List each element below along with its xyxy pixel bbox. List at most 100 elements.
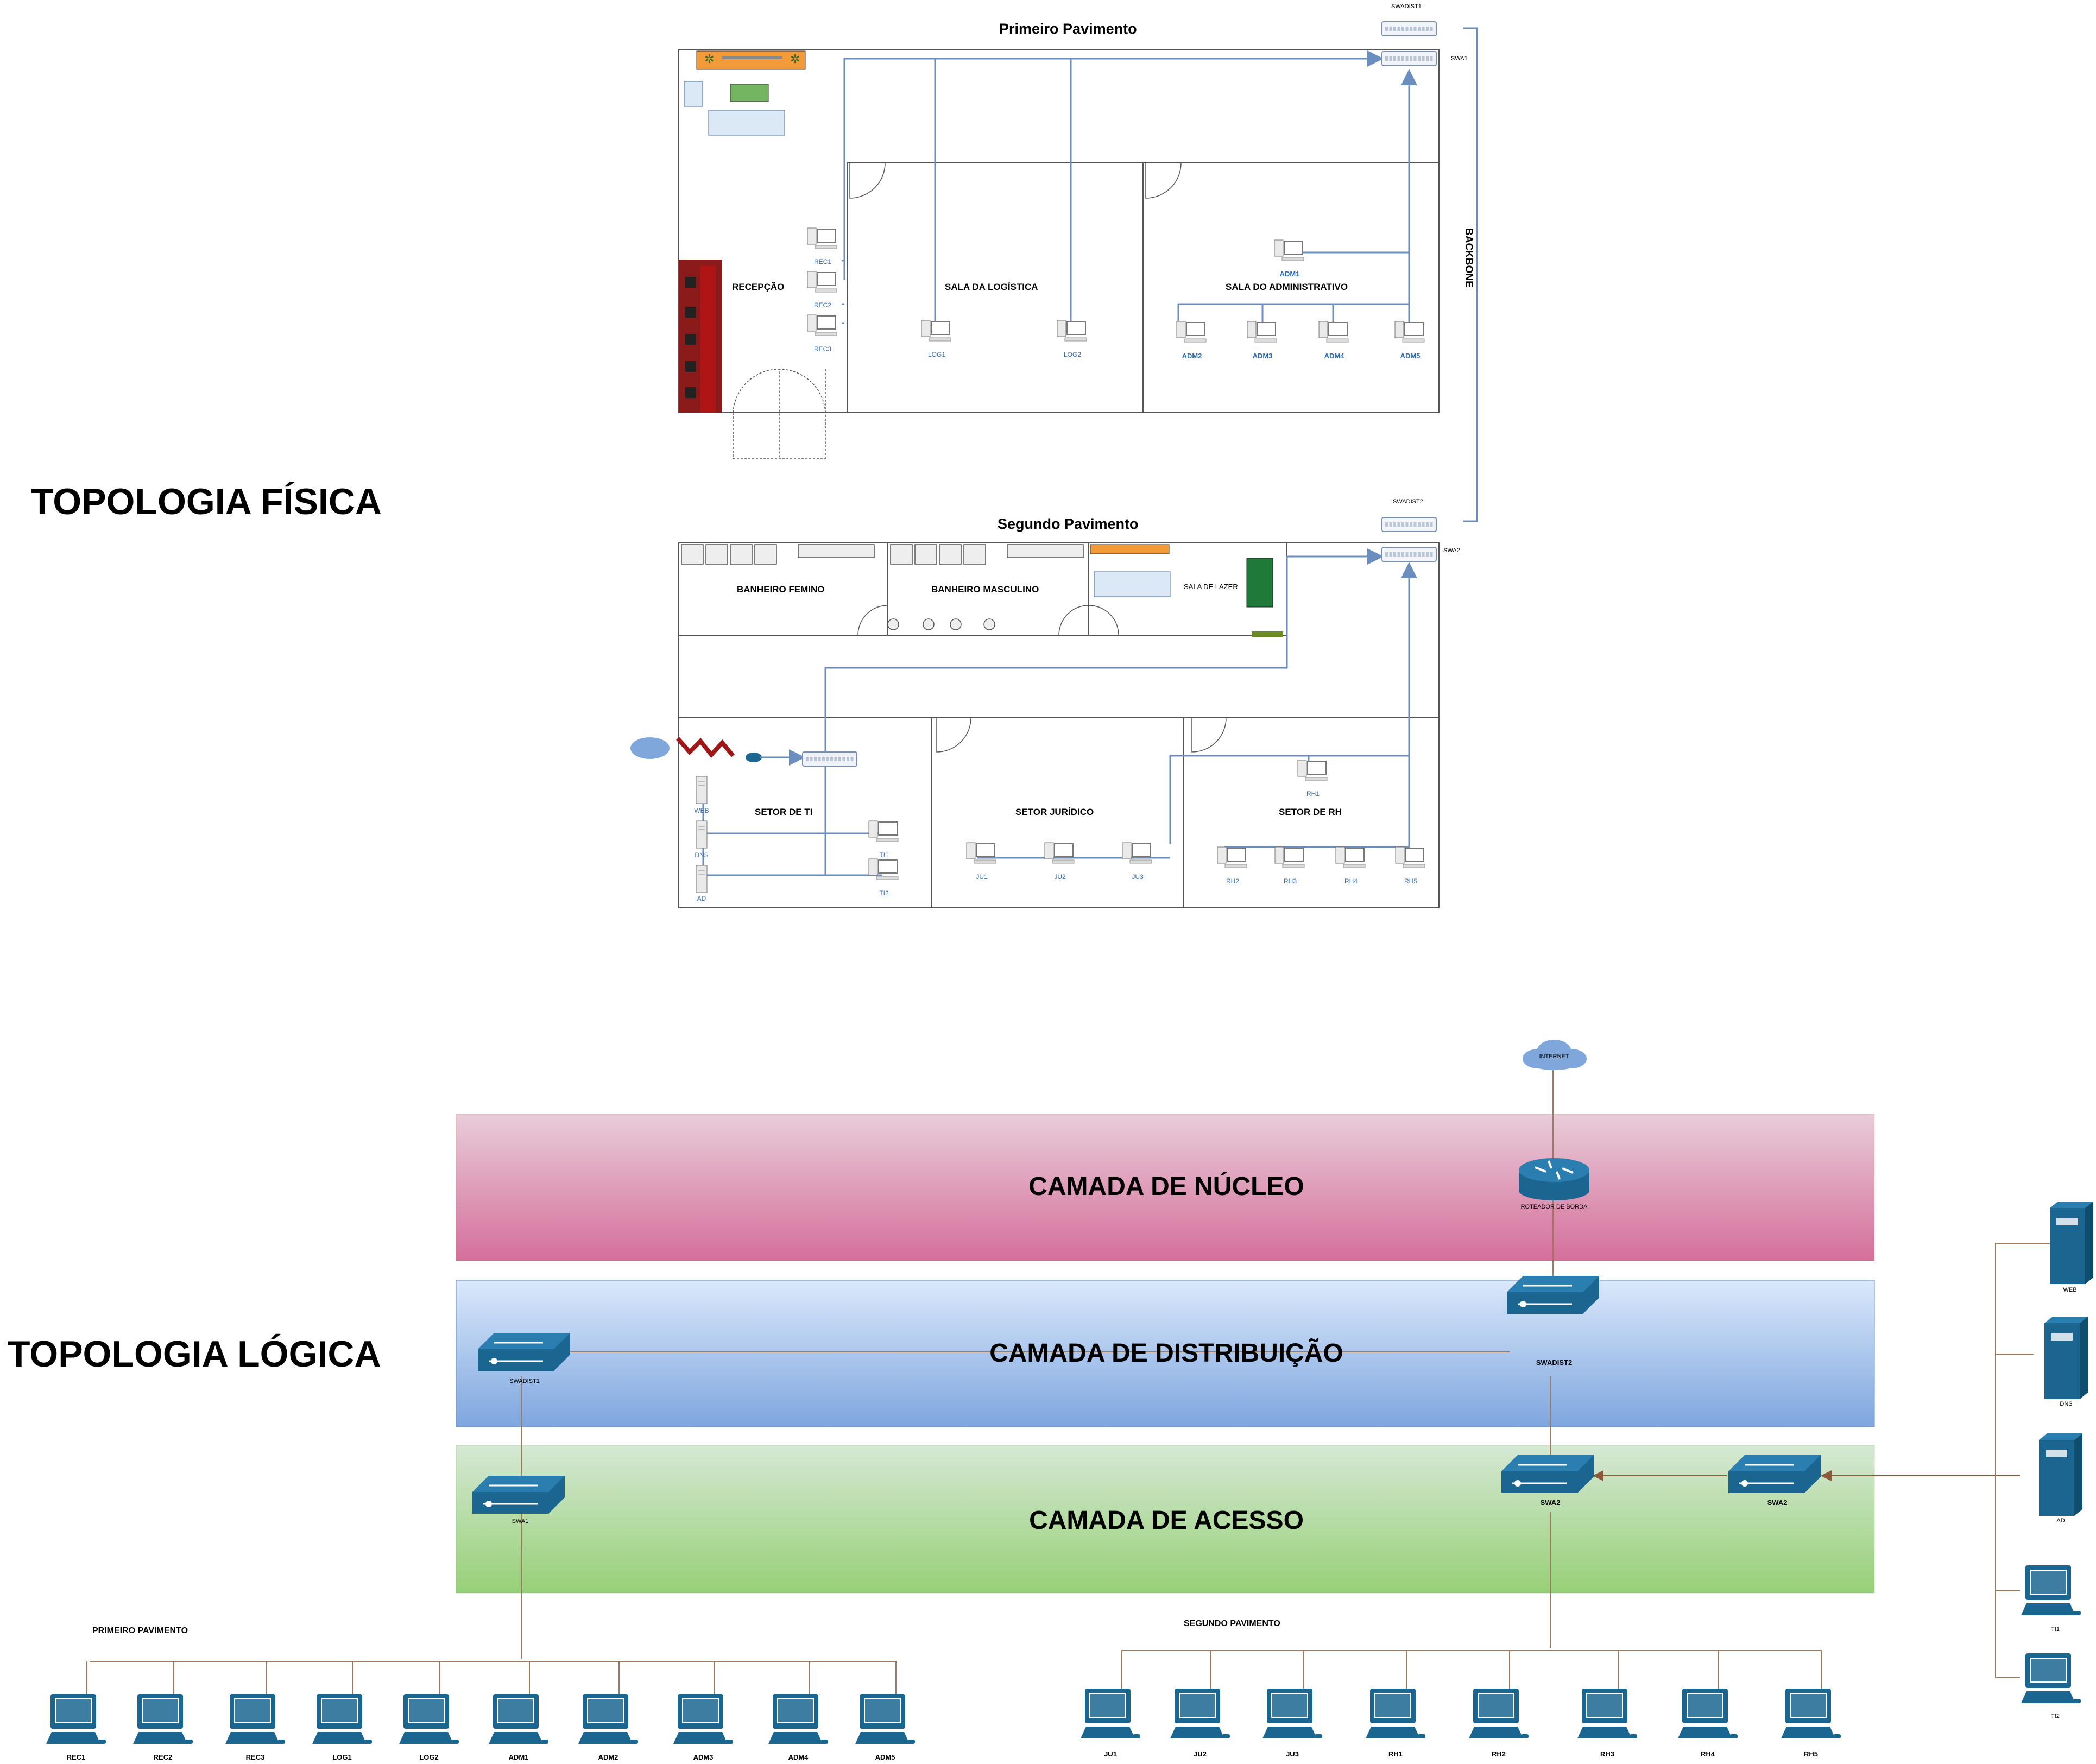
- pc-label-log2: LOG2: [1063, 351, 1082, 358]
- pc-label-rh5: RH5: [1404, 877, 1418, 885]
- room-bath-male: BANHEIRO MASCULINO: [931, 584, 1039, 595]
- pc-label-rh4: RH4: [1344, 877, 1358, 885]
- side-device-label: WEB: [2063, 1287, 2077, 1293]
- pc-rh4-logical-icon: [1678, 1689, 1738, 1738]
- floor2-plan: [630, 542, 1440, 908]
- floor1-wiring: [842, 27, 1478, 522]
- server-web-logical-icon: [2050, 1202, 2093, 1284]
- pc-rh3-icon: [1274, 846, 1305, 868]
- swadist2-logical-icon: [1507, 1276, 1599, 1314]
- pc-label-adm3: ADM3: [1252, 352, 1273, 360]
- pc-ju3-icon: [1122, 842, 1152, 864]
- pc-label-logical: REC1: [66, 1753, 86, 1761]
- pc-adm2-icon: [1176, 321, 1207, 343]
- pc-rec1-icon: [807, 227, 837, 249]
- server-label-web: WEB: [694, 807, 709, 814]
- pc-label-rh2: RH2: [1226, 877, 1240, 885]
- pc-adm2-logical-icon: [578, 1694, 638, 1744]
- pc-log2-logical-icon: [399, 1694, 459, 1744]
- pc-log1-logical-icon: [312, 1694, 372, 1744]
- swa2-switch-icon: [1381, 547, 1437, 562]
- pc-adm3-icon: [1247, 321, 1277, 343]
- server-dns-icon: [696, 820, 708, 849]
- swadist1-switch-icon: [1381, 21, 1437, 36]
- swa2-logical-label-a: SWA2: [1540, 1499, 1561, 1507]
- internet-cloud-icon: [1523, 1040, 1587, 1070]
- server-ad-logical-icon: [2039, 1433, 2082, 1516]
- swadist1-label: SWADIST1: [1391, 3, 1422, 10]
- pc-ju1-icon: [966, 842, 996, 864]
- pc-label-logical: ADM2: [598, 1753, 618, 1761]
- swadist2-label: SWADIST2: [1393, 498, 1423, 505]
- access-layer-label: CAMADA DE ACESSO: [1029, 1506, 1304, 1535]
- pc-ju3-logical-icon: [1262, 1689, 1322, 1738]
- physical-topology-title: TOPOLOGIA FÍSICA: [31, 481, 382, 522]
- swa2-logical-icon-a: [1501, 1455, 1594, 1493]
- pc-label-rh1: RH1: [1306, 790, 1320, 798]
- floor2-logical-label: SEGUNDO PAVIMENTO: [1184, 1619, 1280, 1628]
- pc-adm4-icon: [1318, 321, 1349, 343]
- swa2-logical-label-b: SWA2: [1767, 1499, 1788, 1507]
- server-label-ad: AD: [697, 895, 706, 902]
- pc-adm4-logical-icon: [768, 1694, 828, 1744]
- pc-label-adm5: ADM5: [1400, 352, 1421, 360]
- pc-label-logical: RH4: [1700, 1750, 1715, 1758]
- server-ad-icon: [696, 865, 708, 893]
- pc-rec3-icon: [807, 314, 837, 336]
- swa1-logical-label: SWA1: [512, 1518, 529, 1525]
- pc-ti2-icon: [868, 858, 899, 880]
- pc-label-ti2: TI2: [879, 889, 889, 897]
- floor1-title: Primeiro Pavimento: [999, 21, 1137, 37]
- pc-rec1-logical-icon: [46, 1694, 106, 1744]
- pc-label-rec2: REC2: [813, 301, 832, 309]
- logical-links: [90, 1067, 2050, 1678]
- pc-label-logical: RH2: [1491, 1750, 1506, 1758]
- pc-label-logical: JU1: [1104, 1750, 1117, 1758]
- pc-log2-icon: [1057, 320, 1087, 342]
- pc-label-logical: LOG1: [332, 1753, 352, 1761]
- pc-rh1-logical-icon: [1366, 1689, 1425, 1738]
- room-hr: SETOR DE RH: [1279, 807, 1342, 817]
- pc-label-adm1: ADM1: [1279, 270, 1300, 278]
- pc-label-logical: JU3: [1286, 1750, 1299, 1758]
- pc-adm1-logical-icon: [489, 1694, 548, 1744]
- pc-ti1-icon: [868, 820, 899, 842]
- logical-layers: [456, 1114, 1875, 1594]
- distribution-layer-band: [456, 1280, 1875, 1427]
- pc-label-logical: REC3: [245, 1753, 265, 1761]
- pc-label-ti1: TI1: [879, 851, 889, 859]
- core-layer-label: CAMADA DE NÚCLEO: [1028, 1172, 1304, 1201]
- pc-label-logical: ADM4: [788, 1753, 809, 1761]
- pc-adm3-logical-icon: [673, 1694, 733, 1744]
- logical-devices: [46, 1040, 2093, 1744]
- pc-ti1-logical-icon: [2021, 1565, 2081, 1615]
- room-logistics: SALA DA LOGÍSTICA: [945, 282, 1038, 292]
- pc-label-adm2: ADM2: [1182, 352, 1202, 360]
- swa1-switch-icon: [1381, 51, 1437, 66]
- side-device-label: AD: [2056, 1518, 2065, 1524]
- room-bath-female: BANHEIRO FEMINO: [737, 584, 825, 595]
- logical-topology-title: TOPOLOGIA LÓGICA: [8, 1333, 381, 1375]
- pc-label-logical: REC2: [153, 1753, 173, 1761]
- pc-label-ju3: JU3: [1132, 873, 1144, 881]
- pc-label-logical: RH3: [1600, 1750, 1615, 1758]
- floor1-plan: ✲ ✲: [678, 49, 1440, 459]
- pc-rh5-logical-icon: [1781, 1689, 1841, 1738]
- core-layer-band: [456, 1114, 1875, 1261]
- swa2-logical-icon-b: [1728, 1455, 1821, 1493]
- floor1-logical-label: PRIMEIRO PAVIMENTO: [92, 1626, 188, 1635]
- svg-text:✲: ✲: [790, 52, 800, 66]
- pc-log1-icon: [921, 320, 951, 342]
- physical-devices: [696, 21, 1437, 893]
- swa1-label: SWA1: [1451, 55, 1468, 62]
- pc-label-rec1: REC1: [813, 258, 832, 265]
- pc-rh4-icon: [1335, 846, 1366, 868]
- swadist2-logical-label: SWADIST2: [1536, 1358, 1573, 1367]
- pc-label-adm4: ADM4: [1324, 352, 1344, 360]
- room-reception: RECEPÇÃO: [732, 282, 785, 292]
- pc-label-ju1: JU1: [976, 873, 988, 881]
- side-device-label: TI1: [2051, 1626, 2060, 1633]
- swa1-logical-icon: [472, 1476, 565, 1514]
- floor2-wiring: [702, 548, 1417, 876]
